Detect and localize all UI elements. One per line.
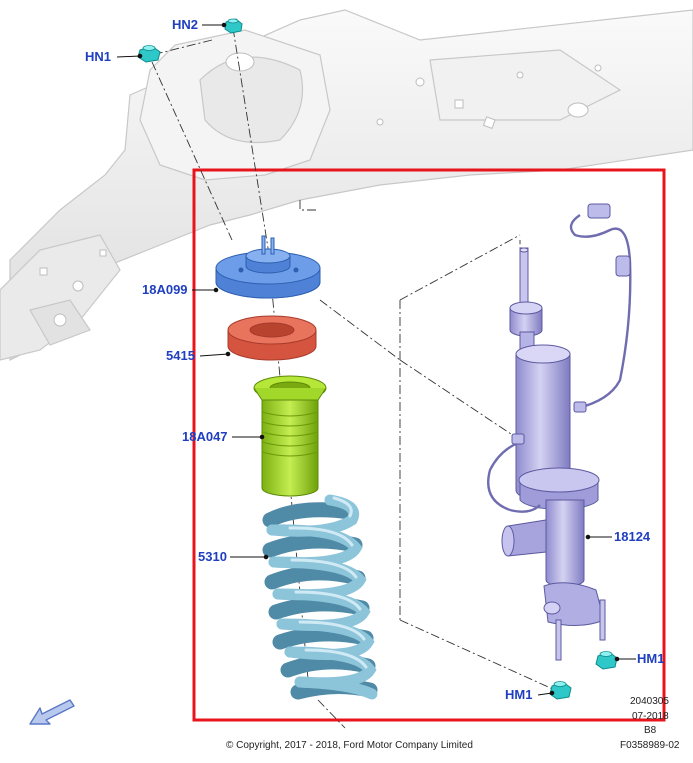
shock-absorber [501,247,606,661]
copyright-notice: © Copyright, 2017 - 2018, Ford Motor Com… [226,740,473,751]
meta-line-2: 07-2018 [632,711,669,722]
leader-lines [116,22,636,696]
callout-hm1-bottom: HM1 [505,687,533,702]
sensor-connector [511,203,631,445]
callout-jounce-bumper: 18A047 [182,429,228,444]
jounce-bumper [253,375,327,497]
coil-spring [262,494,378,700]
frame-holes [39,52,602,327]
upper-mount [215,235,321,299]
meta-line-1: 2040305 [630,696,669,707]
spring-isolator [227,315,317,361]
nut-hn2 [224,18,243,34]
nut-hm1-bottom [549,681,572,700]
arrow-down-left-icon[interactable] [26,696,78,728]
meta-line-3: B8 [644,725,657,736]
callout-hm1-right: HM1 [637,651,665,666]
sensor-harness [487,214,632,513]
callout-hn1: HN1 [85,49,112,64]
figure-code: F0358989-02 [620,740,680,751]
callout-shock-absorber: 18124 [614,529,651,544]
highlight-frame [192,168,666,722]
callout-coil-spring: 5310 [198,549,227,564]
nut-hm1-right [595,651,618,670]
nut-hn1 [137,45,161,63]
callout-upper-mount: 18A099 [142,282,188,297]
callout-isolator: 5415 [166,348,195,363]
callout-hn2: HN2 [172,17,199,32]
